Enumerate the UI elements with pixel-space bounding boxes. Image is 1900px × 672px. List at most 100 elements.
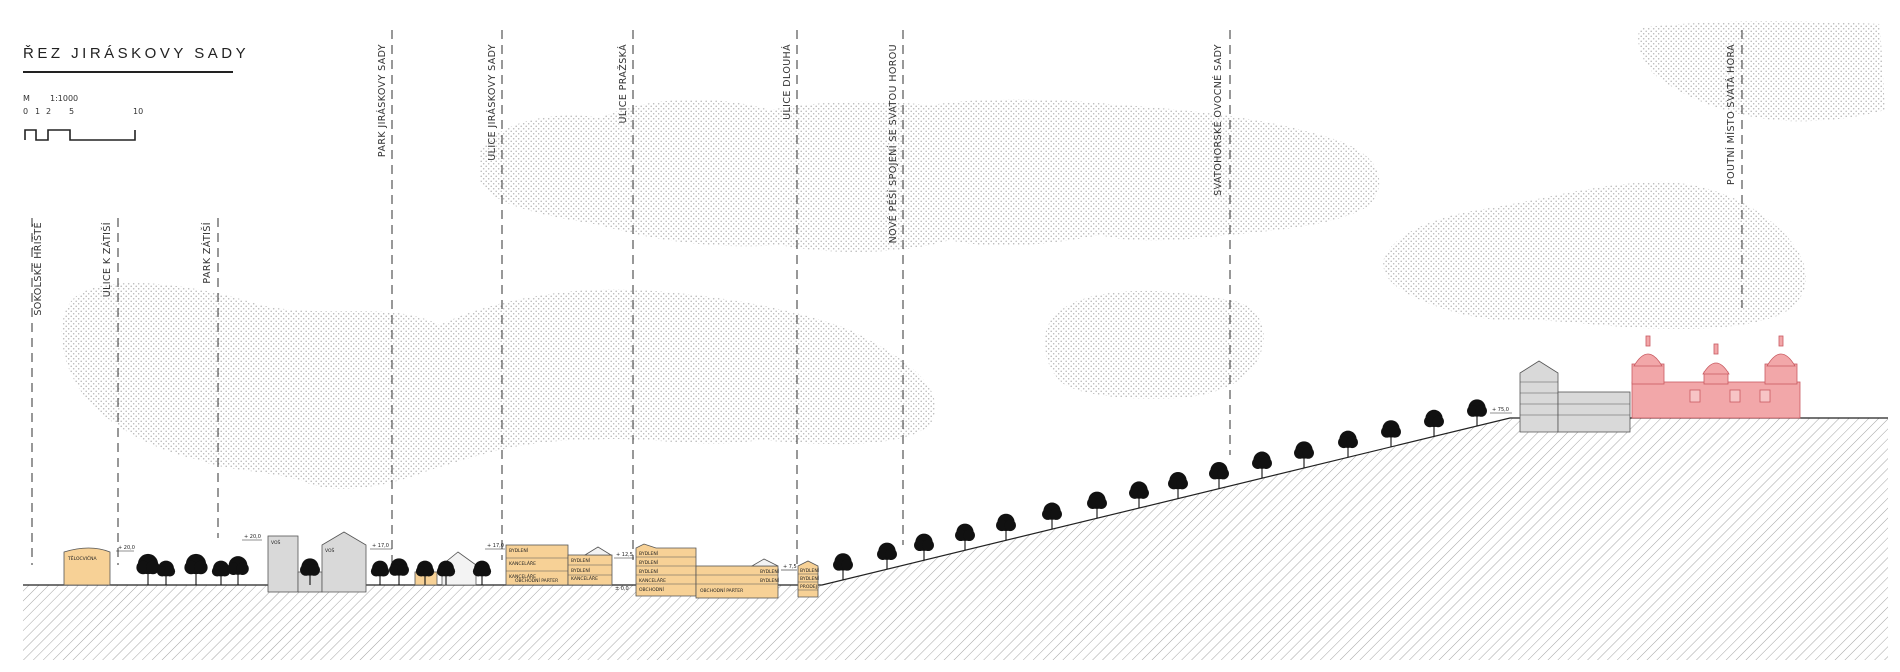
tree bbox=[833, 553, 853, 580]
ground-hatch bbox=[23, 418, 1888, 660]
label-bydleni-1: BYDLENÍ bbox=[509, 547, 529, 554]
trees bbox=[136, 399, 1487, 585]
tree bbox=[1338, 430, 1358, 458]
title-underline bbox=[23, 71, 233, 73]
tree bbox=[415, 560, 435, 585]
label-bydleni-7: BYDLENÍ bbox=[760, 568, 780, 575]
tree bbox=[1252, 451, 1272, 479]
building-telocvicna bbox=[63, 547, 111, 586]
building-prazska-low bbox=[695, 565, 779, 599]
label-park-jiraskovy-sady: PARK JIRÁSKOVY SADY bbox=[376, 44, 388, 157]
label-bydleni-4: BYDLENÍ bbox=[639, 550, 659, 557]
tree bbox=[227, 556, 249, 585]
label-ulice-prazska: ULICE PRAŽSKÁ bbox=[617, 44, 629, 124]
scale-bar bbox=[24, 129, 136, 141]
cloud-left bbox=[61, 283, 936, 489]
building-prazska-roof bbox=[750, 558, 779, 567]
tree bbox=[1087, 491, 1107, 519]
tree bbox=[436, 560, 456, 585]
tree bbox=[877, 542, 897, 570]
canopy-clouds bbox=[61, 21, 1885, 489]
tree bbox=[370, 560, 390, 585]
label-bydleni-10: BYDLENÍ bbox=[800, 575, 820, 582]
label-kancelare-2: KANCELÁŘE bbox=[509, 572, 536, 580]
cloud-mid bbox=[1045, 290, 1264, 399]
tree bbox=[1381, 420, 1401, 447]
tree bbox=[300, 558, 320, 585]
section-labels: SOKOLSKÉ HŘIŠTĚ ULICE K ZÁTIŠÍ PARK ZÁTI… bbox=[32, 44, 1737, 316]
scale-tick-0: 0 bbox=[23, 107, 29, 116]
tree bbox=[914, 533, 934, 561]
label-bydleni-2: BYDLENÍ bbox=[571, 557, 591, 564]
floor-lines bbox=[506, 381, 1630, 591]
label-ulice-jiraskovy-sady: ULICE JIRÁSKOVY SADY bbox=[486, 44, 498, 161]
label-kancelare-3: KANCELÁŘE bbox=[571, 574, 598, 582]
label-vos-1: VOŠ bbox=[271, 539, 281, 546]
tree bbox=[389, 558, 409, 585]
label-sokolske-hriste: SOKOLSKÉ HŘIŠTĚ bbox=[32, 222, 44, 316]
label-obchodni-parter-2: OBCHODNÍ PARTER bbox=[700, 587, 743, 594]
scale-tick-5: 5 bbox=[69, 107, 75, 116]
tree bbox=[955, 523, 975, 551]
label-nove-pesi-spojeni: NOVÉ PĚŠÍ SPOJENÍ SE SVATOU HOROU bbox=[887, 44, 899, 243]
level-mark-3: + 17,0 bbox=[372, 543, 389, 549]
level-mark-6: + 7,5 bbox=[783, 564, 797, 570]
building-vos-3 bbox=[321, 531, 367, 593]
tree bbox=[156, 560, 176, 585]
label-ulice-k-zatisi: ULICE K ZÁTIŠÍ bbox=[101, 222, 113, 297]
building-block-a bbox=[505, 544, 569, 586]
label-bydleni-3: BYDLENÍ bbox=[571, 567, 591, 574]
label-poutni-misto: POUTNÍ MÍSTO SVATÁ HORA bbox=[1725, 44, 1737, 185]
tree bbox=[1294, 441, 1314, 469]
label-svatohorske-ovocne-sady: SVATOHORSKÉ OVOCNÉ SADY bbox=[1212, 44, 1224, 196]
building-grey-top-2 bbox=[1557, 391, 1631, 433]
level-mark-2: + 20,0 bbox=[244, 534, 261, 540]
cloud-top-right bbox=[1638, 21, 1885, 122]
building-block-c-roof bbox=[583, 546, 613, 556]
building-dlouha bbox=[797, 560, 819, 598]
label-park-zatisi: PARK ZÁTIŠÍ bbox=[201, 222, 213, 284]
building-grey-top bbox=[1519, 360, 1559, 433]
tree bbox=[1209, 461, 1229, 489]
building-labels: TĚLOCVIČNA VOŠ VOŠ BYDLENÍ KANCELÁŘE KAN… bbox=[67, 539, 820, 594]
label-bydleni-9: BYDLENÍ bbox=[800, 567, 820, 574]
tree bbox=[136, 553, 160, 585]
scale-m-label: M bbox=[23, 94, 30, 103]
section-lines bbox=[31, 30, 1743, 568]
building-block-b bbox=[567, 554, 613, 586]
cloud-right bbox=[1383, 181, 1807, 329]
tree bbox=[1042, 502, 1062, 530]
scale-tick-1: 1 bbox=[35, 107, 41, 116]
scale-ratio: 1:1000 bbox=[50, 94, 79, 103]
level-mark-4: + 17,0 bbox=[487, 543, 504, 549]
label-prodej: PRODEJ bbox=[800, 584, 817, 590]
label-obchodni-parter-1: OBCHODNÍ PARTER bbox=[515, 577, 558, 584]
label-telocvicna: TĚLOCVIČNA bbox=[67, 554, 98, 562]
label-bydleni-5: BYDLENÍ bbox=[639, 559, 659, 566]
level-marks: + 20,0 + 20,0 + 17,0 + 17,0 + 12,5 + 7,5… bbox=[118, 407, 1509, 592]
level-mark-1: + 20,0 bbox=[118, 545, 135, 551]
tree bbox=[1129, 481, 1149, 509]
label-ulice-dlouha: ULICE DLOUHÁ bbox=[781, 44, 793, 120]
level-mark-5: + 12,5 bbox=[616, 552, 633, 558]
level-mark-8: ± 0,0 bbox=[615, 586, 629, 592]
tree bbox=[1168, 471, 1188, 499]
church-svata-hora bbox=[1631, 335, 1801, 419]
label-vos-2: VOŠ bbox=[325, 547, 335, 554]
tree bbox=[211, 560, 231, 585]
tree bbox=[472, 560, 492, 585]
label-obchodni: OBCHODNÍ bbox=[639, 586, 664, 593]
level-mark-7: + 75,0 bbox=[1492, 407, 1509, 413]
scale-tick-2: 2 bbox=[46, 107, 52, 116]
tree bbox=[996, 513, 1016, 541]
tree bbox=[1467, 399, 1487, 427]
building-vos-1 bbox=[267, 535, 299, 593]
cloud-top-center bbox=[480, 99, 1380, 252]
scale-tick-10: 10 bbox=[133, 107, 144, 116]
label-bydleni-8: BYDLENÍ bbox=[760, 577, 780, 584]
label-bydleni-6: BYDLENÍ bbox=[639, 568, 659, 575]
label-kancelare-1: KANCELÁŘE bbox=[509, 559, 536, 567]
tree bbox=[184, 553, 208, 585]
